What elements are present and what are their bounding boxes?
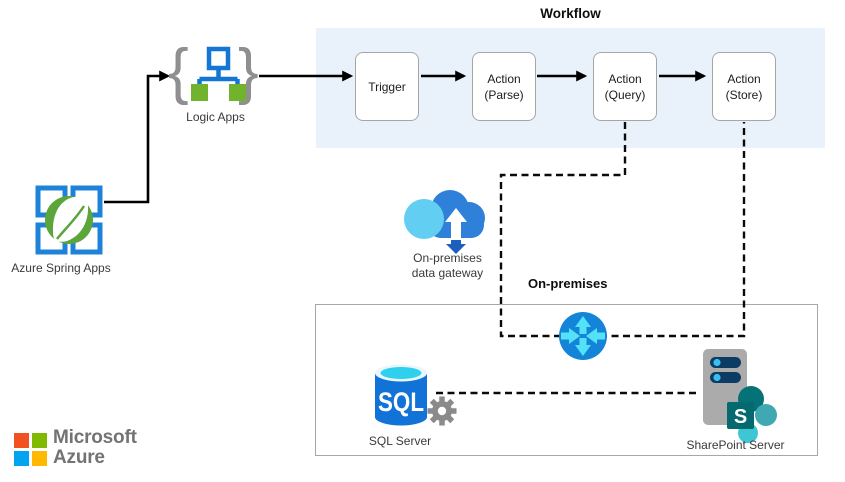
microsoft-four-squares-logo (14, 433, 47, 466)
node-label: Action (608, 71, 642, 86)
dashed-connectors (436, 122, 746, 395)
server-led-1 (713, 358, 721, 367)
spring-leaf (52, 196, 89, 242)
ms-logo-square-red (14, 433, 29, 448)
on-premises-data-gateway-icon (404, 190, 485, 254)
gateway-label-line2: data gateway (411, 266, 484, 280)
sharepoint-letter: S (734, 406, 747, 428)
node-label: Trigger (368, 79, 406, 94)
arrow-spring-to-logicapps (104, 70, 171, 204)
sharepoint-server-label: SharePoint Server (686, 438, 785, 452)
azure-spring-apps-icon (35, 185, 103, 255)
sharepoint-server-icon: S (703, 349, 777, 443)
sharepoint-circle-right (755, 404, 777, 426)
sql-cylinder-top (380, 367, 422, 379)
node-label: Action (727, 71, 761, 86)
up-arrow (445, 208, 467, 240)
dashed-query-router-store (499, 122, 746, 338)
cloud-front-cyan (404, 199, 444, 239)
workflow-node-trigger: Trigger (355, 52, 419, 121)
ms-logo-square-yellow (32, 451, 47, 466)
node-sublabel: (Query) (604, 87, 646, 102)
logic-apps-label: Logic Apps (186, 110, 245, 124)
logic-tree-leaf-left (191, 84, 208, 101)
gateway-label-line1: On-premises (413, 251, 482, 265)
node-sublabel: (Parse) (484, 87, 524, 102)
ms-logo-square-blue (14, 451, 29, 466)
logic-tree-branches (197, 68, 240, 85)
workflow-node-action-parse: Action (Parse) (472, 52, 536, 121)
on-premises-zone-label: On-premises (528, 276, 608, 291)
gateway-label: On-premises data gateway (385, 251, 510, 281)
sql-server-icon: SQL (375, 364, 457, 426)
logic-apps-icon: { } (168, 37, 259, 106)
spring-leaf-vein (56, 205, 86, 240)
azure-spring-apps-label: Azure Spring Apps (11, 261, 111, 275)
sql-server-label: SQL Server (368, 434, 432, 448)
microsoft-azure-wordmark: Microsoft Azure (53, 428, 137, 467)
down-arrow (446, 240, 466, 254)
node-sublabel: (Store) (725, 87, 763, 102)
workflow-title: Workflow (540, 6, 601, 21)
gear-icon (427, 396, 457, 426)
sql-cylinder-bottom (375, 408, 427, 426)
logic-tree-root-square (206, 46, 231, 71)
ms-logo-square-green (32, 433, 47, 448)
logic-tree-leaf-right (229, 84, 246, 101)
microsoft-text: Microsoft (53, 427, 137, 448)
router-icon (559, 312, 607, 360)
workflow-node-action-store: Action (Store) (712, 52, 776, 121)
router-arrows (561, 316, 605, 356)
server-led-2 (713, 373, 721, 382)
router-circle (559, 312, 607, 360)
workflow-node-action-query: Action (Query) (593, 52, 657, 121)
left-brace-glyph: { (168, 37, 189, 106)
sql-text: SQL (378, 387, 424, 417)
azure-text: Azure (53, 446, 105, 468)
node-label: Action (487, 71, 521, 86)
solid-arrows (104, 70, 707, 204)
sharepoint-square (727, 402, 754, 429)
